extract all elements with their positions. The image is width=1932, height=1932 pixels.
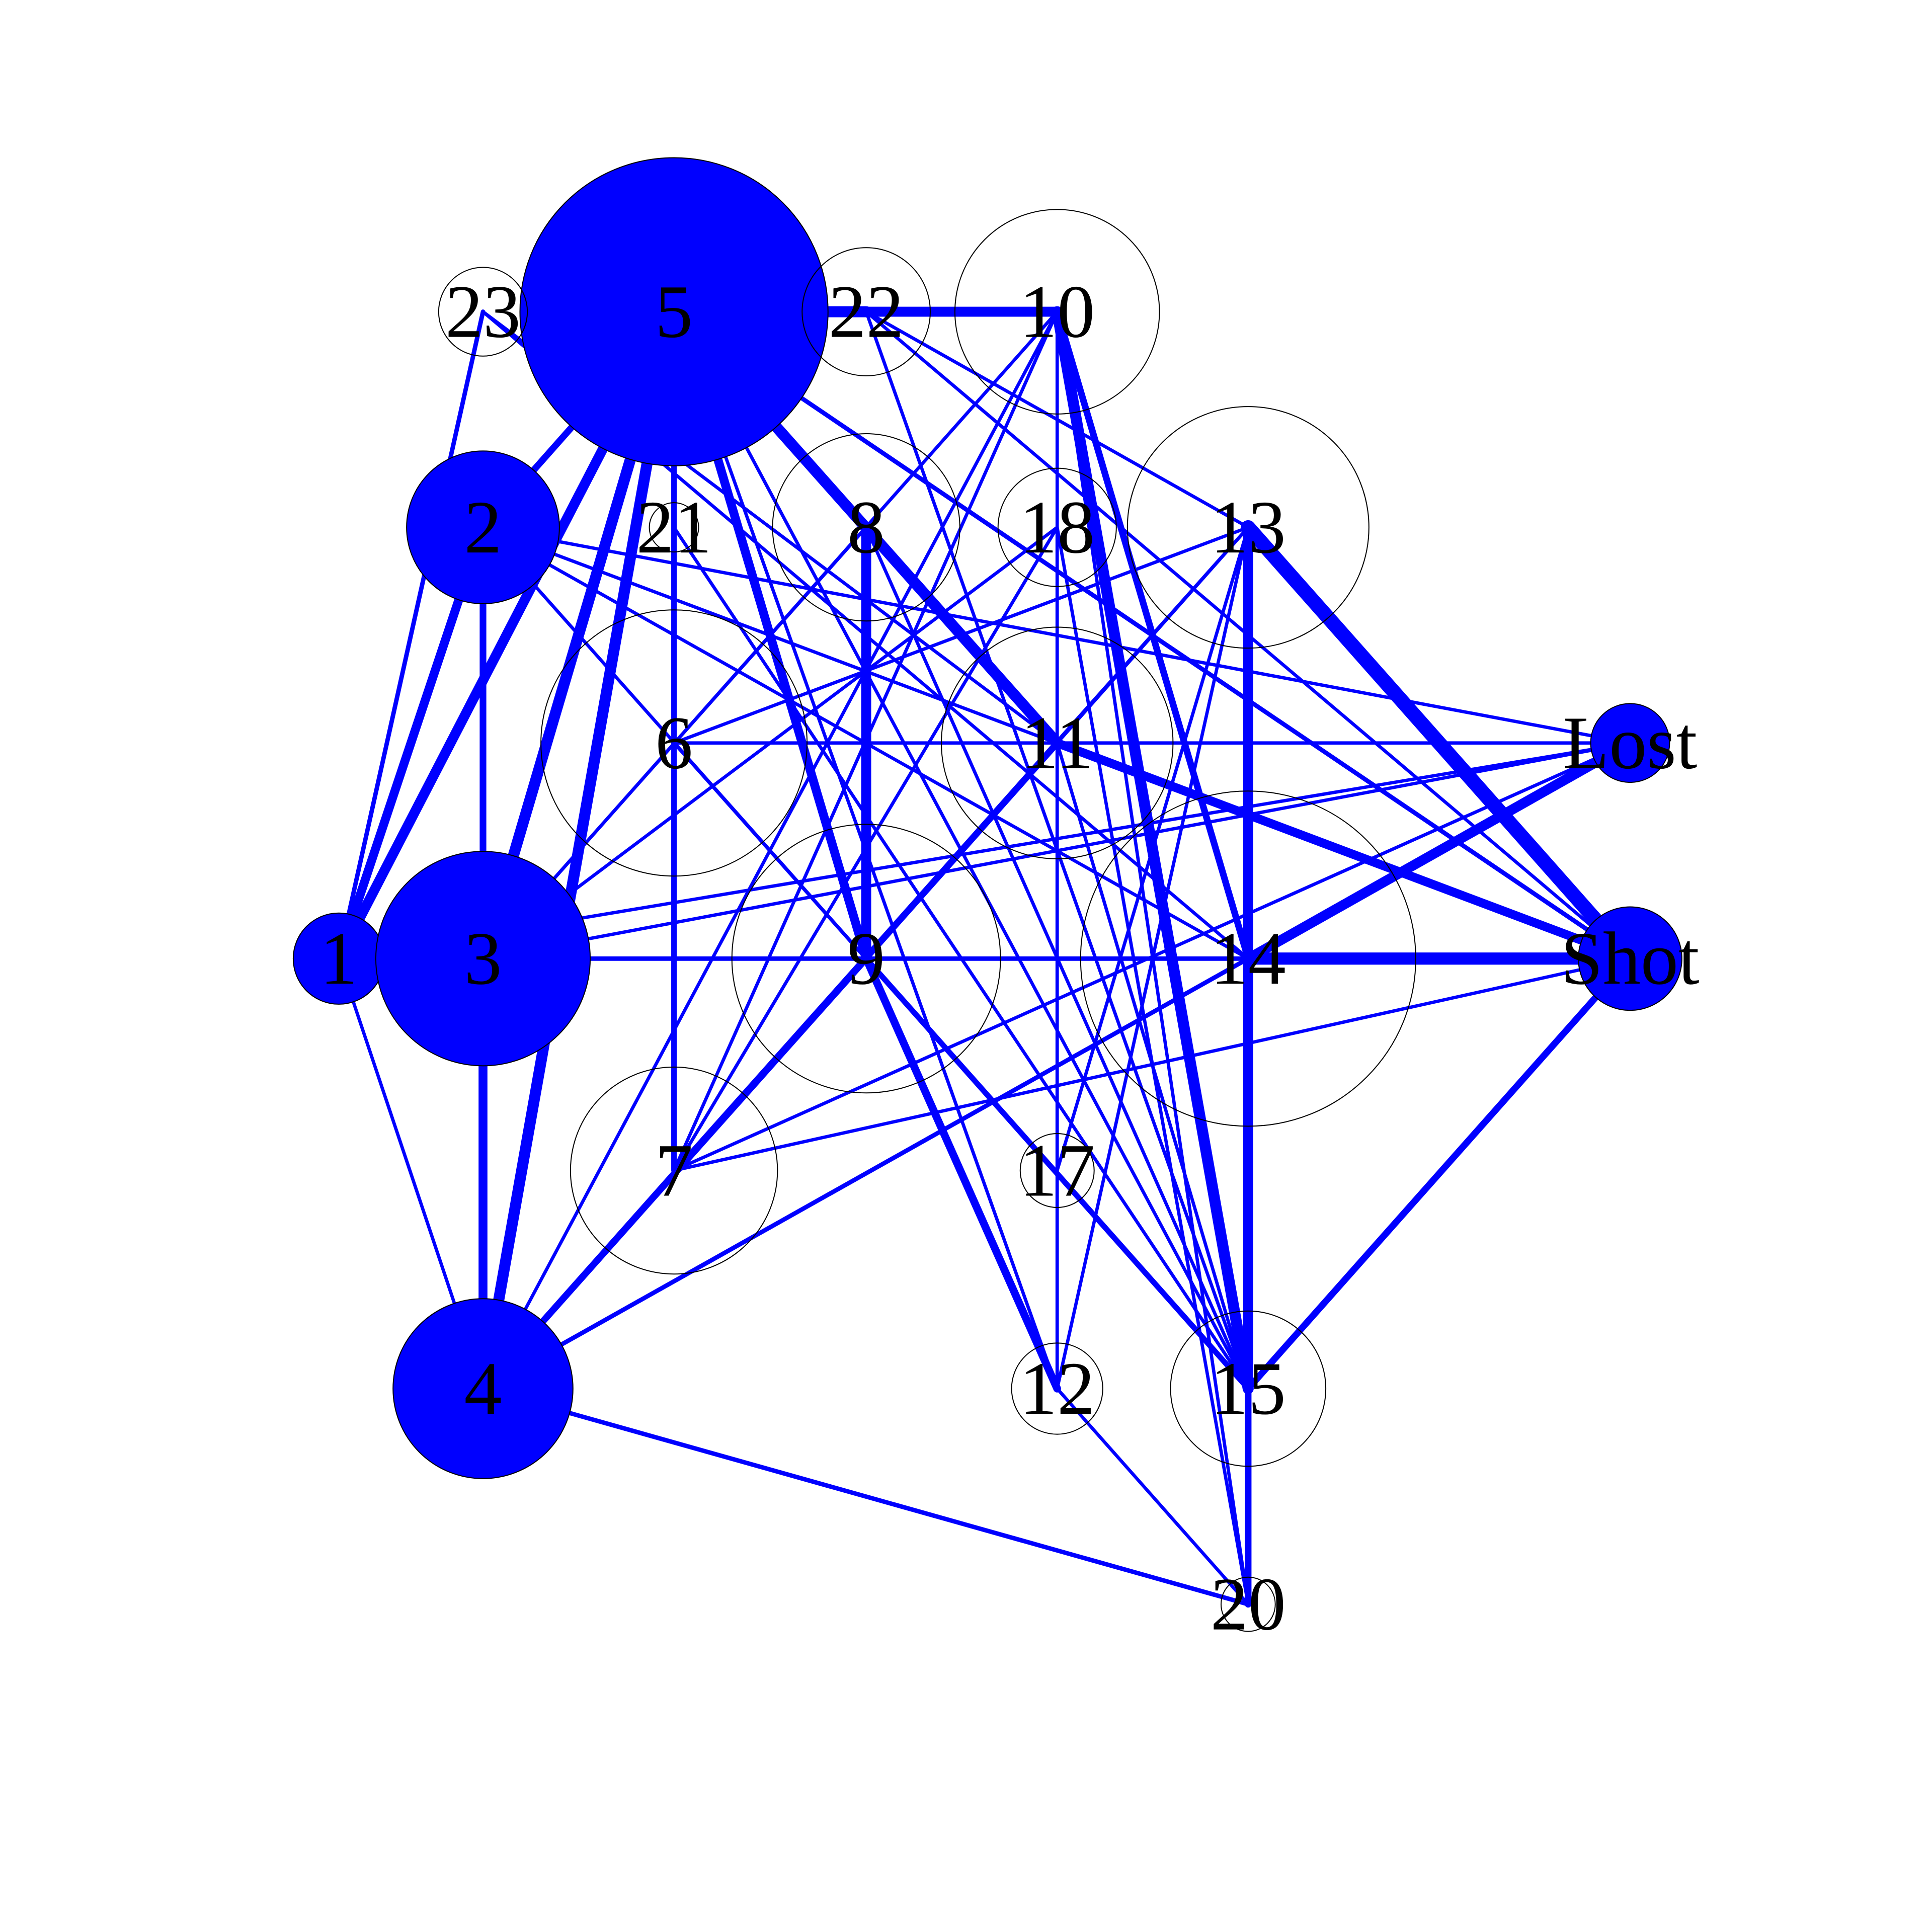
node-label-4: 4 [464,1347,502,1430]
node-label-18: 18 [1019,486,1095,569]
edge-23-1 [337,309,486,961]
node-3 [375,851,591,1067]
edge-Lost-14 [1243,738,1635,964]
node-17 [1019,1133,1095,1208]
node-2 [406,450,560,604]
node-label-20: 20 [1211,1563,1286,1646]
edge-22-Shot [864,310,1632,960]
edge-9-12 [862,954,1061,1393]
node-18 [997,467,1117,587]
node-22 [801,247,931,376]
node-shot [1578,906,1682,1011]
node-lost [1590,703,1670,783]
edge-10-20 [1055,310,1250,1606]
edge-15-Shot [1245,955,1634,1392]
edge-11-15 [1055,741,1250,1391]
node-4 [392,1298,574,1479]
node-20 [1220,1576,1276,1632]
node-label-13: 13 [1211,486,1286,569]
node-label-shot: Shot [1561,917,1699,1000]
node-label-7: 7 [655,1129,693,1213]
node-label-12: 12 [1019,1347,1095,1430]
node-label-6: 6 [655,701,693,785]
node-label-5: 5 [655,270,693,354]
edge-4-20 [480,1386,1251,1606]
edge-12-20 [1055,1387,1250,1606]
edge-17-13 [1055,525,1250,1172]
node-13 [1126,406,1370,649]
node-label-22: 22 [829,270,904,354]
node-14 [1080,790,1416,1127]
node-label-15: 15 [1211,1347,1286,1430]
nodes-layer [292,157,1682,1632]
node-21 [649,502,699,553]
node-11 [941,626,1174,859]
node-15 [1170,1310,1327,1467]
node-label-23: 23 [445,270,521,354]
node-label-14: 14 [1211,917,1286,1000]
node-23 [438,267,528,357]
node-10 [954,209,1160,415]
node-label-21: 21 [636,486,712,569]
node-label-10: 10 [1019,270,1095,354]
node-label-lost: Lost [1563,701,1698,785]
node-label-17: 17 [1019,1129,1095,1213]
node-7 [570,1066,778,1275]
node-label-9: 9 [847,917,885,1000]
edge-6-13 [672,525,1250,745]
edge-8-15 [864,525,1250,1391]
node-6 [540,609,808,877]
node-8 [772,433,960,622]
node-label-3: 3 [464,917,502,1000]
labels-layer: 123456789101112131415171820212223LostSho… [320,270,1700,1646]
node-12 [1011,1342,1103,1435]
edge-7-18 [672,525,1059,1172]
node-5 [519,157,829,466]
node-label-8: 8 [847,486,885,569]
node-label-11: 11 [1021,701,1093,785]
node-label-1: 1 [320,917,358,1000]
edge-21-15 [672,525,1250,1391]
edge-3-10 [481,310,1059,960]
node-9 [731,824,1001,1094]
node-label-2: 2 [464,486,502,569]
